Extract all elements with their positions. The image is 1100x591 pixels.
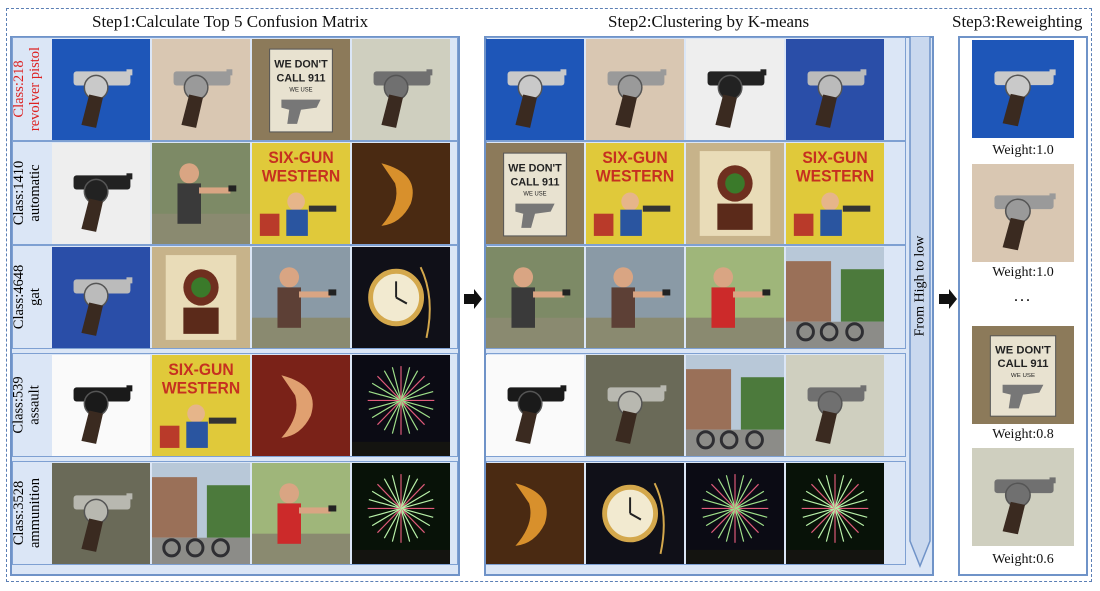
guitar-player-image bbox=[252, 355, 350, 456]
revolver-on-white-image bbox=[52, 143, 150, 244]
svg-text:SIX-GUN: SIX-GUN bbox=[802, 150, 867, 167]
man-shooting-pistol-image bbox=[152, 143, 250, 244]
svg-text:WESTERN: WESTERN bbox=[796, 168, 874, 185]
pocket-watch-image bbox=[352, 247, 450, 348]
svg-text:CALL 911: CALL 911 bbox=[511, 176, 560, 188]
svg-text:SIX-GUN: SIX-GUN bbox=[602, 150, 667, 167]
six-gun-western-comic-image: SIX-GUN WESTERN bbox=[586, 143, 684, 244]
we-dont-call-911-sign-image: WE DON'T CALL 911 WE USE bbox=[486, 143, 584, 244]
sort-label: From High to low bbox=[908, 36, 932, 536]
arrow-right-icon bbox=[939, 289, 957, 309]
assault-rifle-silhouette-image bbox=[52, 355, 150, 456]
six-gun-western-comic-image: SIX-GUN WESTERN bbox=[786, 143, 884, 244]
weight-label: Weight:1.0 bbox=[992, 265, 1054, 280]
arrow-right-icon bbox=[464, 289, 482, 309]
svg-text:WESTERN: WESTERN bbox=[262, 168, 340, 185]
revolver-closeup-image bbox=[786, 355, 884, 456]
svg-text:WESTERN: WESTERN bbox=[596, 168, 674, 185]
class-name-text: gat bbox=[27, 287, 44, 306]
motorcycles-street-image bbox=[686, 355, 784, 456]
sort-label-text: From High to low bbox=[912, 235, 928, 337]
svg-text:WE USE: WE USE bbox=[523, 191, 546, 197]
class-name-text: assault bbox=[27, 384, 44, 425]
six-gun-western-comic-image: SIX-GUN WESTERN bbox=[152, 355, 250, 456]
svg-text:SIX-GUN: SIX-GUN bbox=[268, 150, 333, 167]
class-id-text: Class:1410 bbox=[11, 160, 28, 225]
step1-title: Step1:Calculate Top 5 Confusion Matrix bbox=[92, 12, 369, 31]
svg-text:WE DON'T: WE DON'T bbox=[508, 162, 562, 174]
fireworks-image bbox=[352, 355, 450, 456]
revolver-on-blue-image bbox=[486, 39, 584, 140]
green-fireworks-image bbox=[786, 463, 884, 564]
revolver-closeup-image bbox=[972, 448, 1074, 546]
we-dont-call-911-sign-image: WE DON'T CALL 911 WE USE bbox=[252, 39, 350, 140]
revolver-on-blue-image bbox=[52, 39, 150, 140]
class-name-text: ammunition bbox=[27, 477, 43, 548]
svg-text:WESTERN: WESTERN bbox=[162, 380, 240, 397]
high-to-low-arrow-icon bbox=[909, 36, 931, 568]
motorcycles-street-image bbox=[786, 247, 884, 348]
class-id-text: Class:3528 bbox=[11, 480, 27, 545]
pocket-watch-image bbox=[586, 463, 684, 564]
grid-row-frame bbox=[12, 141, 458, 245]
assault-rifle-silhouette-image bbox=[486, 355, 584, 456]
orange-horn-object-image bbox=[352, 143, 450, 244]
weight-label: Weight:1.0 bbox=[992, 143, 1054, 158]
zombie-target-image bbox=[686, 143, 784, 244]
six-gun-western-comic-image: SIX-GUN WESTERN bbox=[252, 143, 350, 244]
we-dont-call-911-sign-image: WE DON'T CALL 911 WE USE bbox=[972, 326, 1074, 424]
shooter-at-range-image bbox=[586, 247, 684, 348]
class-name-text: automatic bbox=[27, 163, 44, 222]
grid-row-frame bbox=[12, 37, 458, 141]
svg-text:WE DON'T: WE DON'T bbox=[995, 345, 1051, 357]
revolver-on-tan-image bbox=[152, 39, 250, 140]
motorcycles-street-image bbox=[152, 463, 250, 564]
shooter-at-range-image bbox=[252, 247, 350, 348]
class-name-text: revolver pistol bbox=[27, 46, 44, 131]
sitting-shooter-image bbox=[686, 247, 784, 348]
revolver-on-tan-image bbox=[586, 39, 684, 140]
zombie-target-image bbox=[152, 247, 250, 348]
svg-text:CALL 911: CALL 911 bbox=[277, 72, 326, 84]
orange-horn-object-image bbox=[486, 463, 584, 564]
class-id-text: Class:218 bbox=[11, 59, 28, 118]
revolver-on-blue-2-image bbox=[52, 247, 150, 348]
revolver-closeup-image bbox=[352, 39, 450, 140]
svg-text:WE USE: WE USE bbox=[289, 87, 312, 93]
ellipsis: ... bbox=[1014, 288, 1032, 305]
revolver-on-tan-image bbox=[972, 164, 1074, 262]
svg-text:WE USE: WE USE bbox=[1011, 373, 1035, 379]
weight-label: Weight:0.6 bbox=[992, 552, 1054, 567]
man-shooting-pistol-image bbox=[486, 247, 584, 348]
revolver-on-blue-2-image bbox=[786, 39, 884, 140]
revolver-on-white-image bbox=[686, 39, 784, 140]
step3-title: Step3:Reweighting bbox=[952, 12, 1083, 31]
soldier-with-rifle-image bbox=[586, 355, 684, 456]
grid-row-frame bbox=[12, 353, 458, 457]
class-id-text: Class:539 bbox=[11, 375, 28, 434]
grid-row-frame bbox=[12, 461, 458, 565]
green-fireworks-image bbox=[352, 463, 450, 564]
svg-text:SIX-GUN: SIX-GUN bbox=[168, 362, 233, 379]
weight-label: Weight:0.8 bbox=[992, 427, 1054, 442]
sitting-shooter-image bbox=[252, 463, 350, 564]
fireworks-image bbox=[686, 463, 784, 564]
step2-title: Step2:Clustering by K-means bbox=[608, 12, 810, 31]
figure-outer-dashed-border bbox=[6, 8, 1092, 582]
revolver-on-blue-image bbox=[972, 40, 1074, 138]
soldier-with-rifle-image bbox=[52, 463, 150, 564]
svg-text:CALL 911: CALL 911 bbox=[998, 358, 1049, 370]
class-id-text: Class:4648 bbox=[11, 264, 28, 329]
svg-text:WE DON'T: WE DON'T bbox=[274, 58, 328, 70]
grid-row-frame bbox=[12, 245, 458, 349]
